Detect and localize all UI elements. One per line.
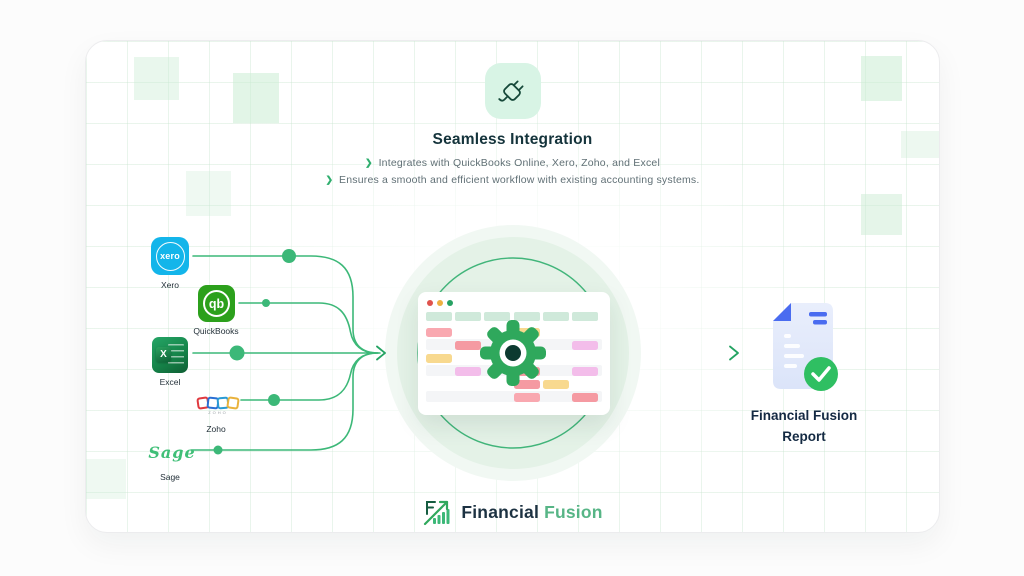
plug-icon bbox=[498, 80, 524, 102]
zoho-squares-icon bbox=[196, 396, 240, 410]
chevron-right-icon: ❯ bbox=[325, 174, 334, 184]
report-label: Financial Fusion Report bbox=[724, 405, 884, 447]
plug-badge bbox=[485, 63, 541, 119]
report-label-line1: Financial Fusion bbox=[750, 408, 858, 423]
xero-logo-text: xero bbox=[155, 241, 185, 271]
report-document-icon bbox=[773, 303, 838, 391]
excel-logo-text: X bbox=[156, 347, 171, 362]
gear-icon bbox=[480, 320, 546, 386]
brand-name: Financial Fusion bbox=[461, 502, 602, 523]
source-label-sage: Sage bbox=[160, 472, 180, 482]
integration-card: Seamless Integration ❯ Integrates with Q… bbox=[85, 40, 940, 533]
bullet-text: Integrates with QuickBooks Online, Xero,… bbox=[378, 157, 660, 169]
check-icon bbox=[804, 357, 838, 391]
source-label-xero: Xero bbox=[161, 280, 179, 290]
source-label-excel: Excel bbox=[159, 377, 181, 387]
sage-logo-text: Sage bbox=[148, 442, 196, 462]
xero-logo: xero bbox=[151, 237, 189, 275]
sage-logo: Sage bbox=[148, 439, 196, 465]
bullet-line-2: ❯ Ensures a smooth and efficient workflo… bbox=[86, 174, 939, 186]
excel-sheet-lines bbox=[168, 344, 184, 366]
cell-chip bbox=[543, 380, 569, 389]
cell-chip bbox=[572, 393, 598, 402]
window-dot-green-icon bbox=[447, 300, 453, 306]
cell-chip bbox=[572, 341, 598, 350]
cell-chip bbox=[426, 328, 452, 337]
cell-chip bbox=[514, 380, 540, 389]
source-label-quickbooks: QuickBooks bbox=[193, 326, 239, 336]
excel-logo: X bbox=[152, 337, 188, 373]
chevron-right-icon: ❯ bbox=[365, 157, 373, 167]
quickbooks-logo-text: qb bbox=[203, 290, 230, 317]
zoho-logo-text: ZOHO bbox=[208, 410, 228, 415]
cell-chip bbox=[426, 354, 452, 363]
bullet-text: Ensures a smooth and efficient workflow … bbox=[339, 174, 700, 186]
cell-chip bbox=[514, 393, 540, 402]
cell-chip bbox=[455, 341, 481, 350]
bullet-line-1: ❯ Integrates with QuickBooks Online, Xer… bbox=[86, 157, 939, 169]
brand-name-bold: Financial bbox=[461, 501, 540, 522]
window-dot-red-icon bbox=[427, 300, 433, 306]
cell-chip bbox=[455, 367, 481, 376]
financial-fusion-logo-icon bbox=[424, 500, 450, 526]
window-dot-yellow-icon bbox=[437, 300, 443, 306]
report-label-line2: Report bbox=[782, 429, 826, 444]
section-title: Seamless Integration bbox=[432, 131, 593, 148]
report-output: Financial Fusion Report bbox=[724, 301, 884, 447]
brand-name-light: Fusion bbox=[544, 501, 603, 522]
zoho-logo: ZOHO bbox=[196, 393, 240, 419]
source-label-zoho: Zoho bbox=[206, 424, 226, 434]
quickbooks-logo: qb bbox=[198, 285, 235, 322]
brand-footer: Financial Fusion bbox=[86, 497, 939, 527]
cell-chip bbox=[572, 367, 598, 376]
